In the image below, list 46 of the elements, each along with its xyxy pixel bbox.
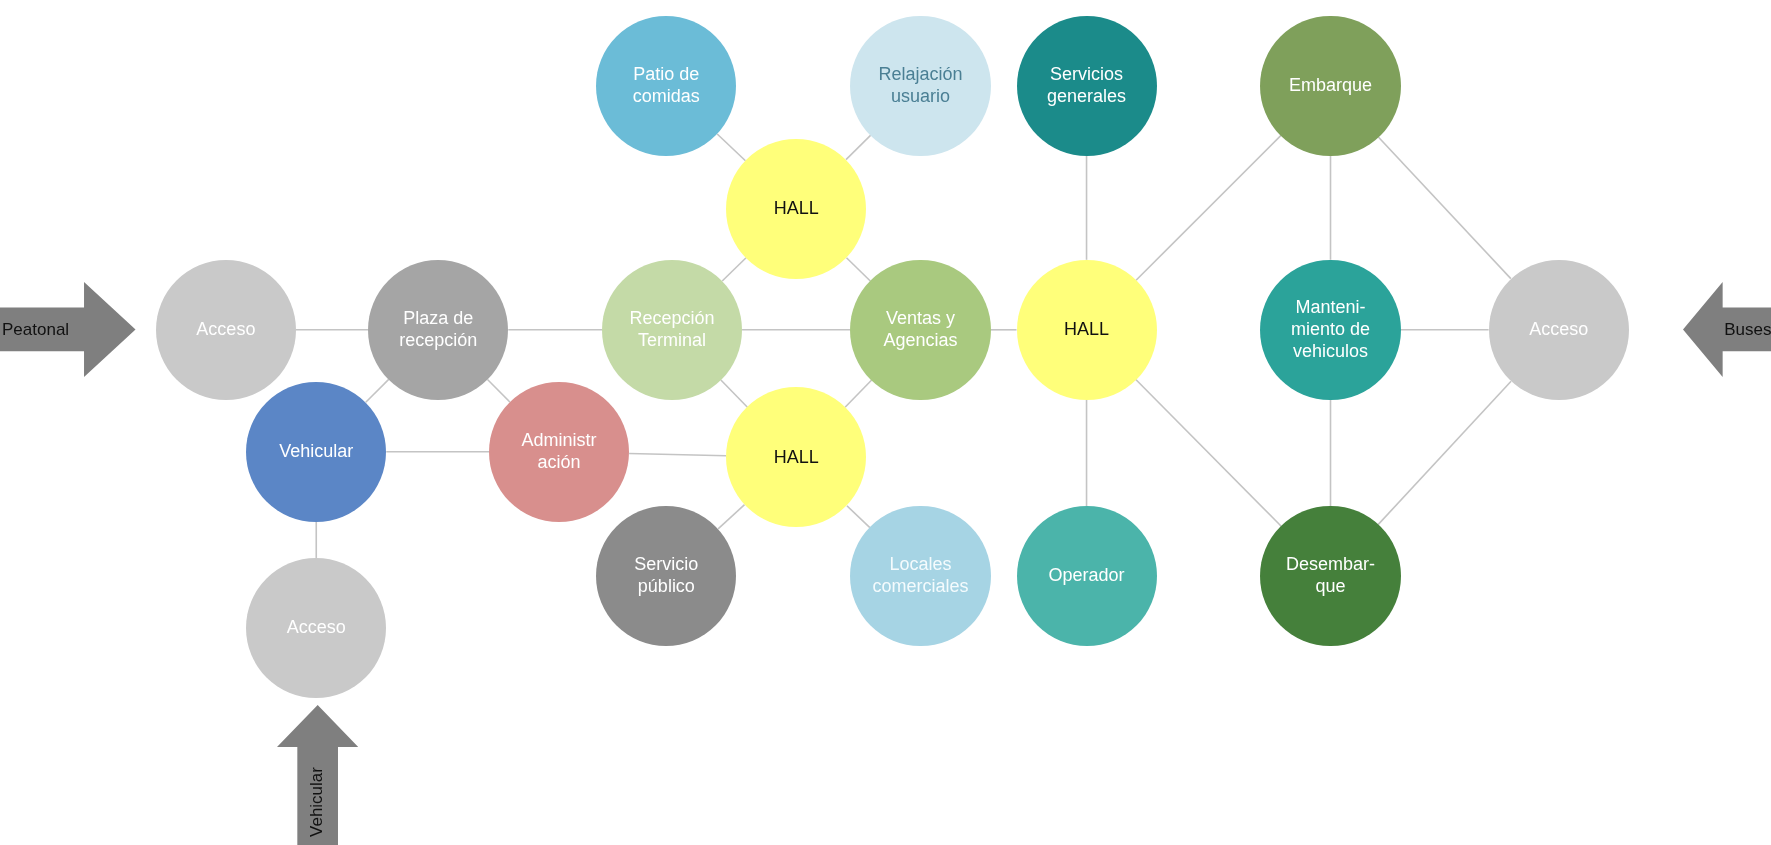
connector-line [295,329,369,331]
connector-line [716,133,747,162]
arrow-label: Peatonal [2,319,70,340]
connector-line [845,134,872,161]
connector-line [1135,378,1282,528]
node-label: Desembar- que [1284,554,1376,598]
node-label: Relajación usuario [877,64,964,108]
connector-line [846,505,871,529]
node-label: Locales comerciales [871,554,970,598]
connector-line [844,379,873,409]
connector-line [628,452,728,457]
connector-line [989,329,1018,331]
connector-line [721,256,747,282]
connector-line [845,256,872,282]
connector-line [741,329,852,331]
connector-line [717,503,746,530]
connector-line [507,329,603,331]
connector-line [486,378,511,403]
connector-line [315,521,318,559]
node-label: Ventas y Agencias [882,308,959,352]
node-label: Patio de comidas [631,64,701,108]
connector-line [385,451,490,453]
connector-line [1085,399,1088,507]
node-label: Embarque [1288,75,1372,97]
node-label: Servicios generales [1046,64,1128,108]
node-label: Vehicular [279,440,354,463]
node-label: Recepción Terminal [628,308,716,352]
connector-line [1399,329,1490,331]
connector-line [364,378,390,404]
connector-line [1377,380,1512,526]
node-label: Manteni- miento de vehiculos [1289,297,1371,363]
connector-line [1329,399,1332,507]
node-label: Servicio público [633,554,700,598]
connector-line [720,379,749,409]
node-label: Operador [1048,565,1125,587]
connector-line [1135,134,1282,282]
arrow-label: Buses [1724,319,1771,340]
connector-line [1085,155,1088,261]
node-label: HALL [773,446,819,469]
arrow-label: Vehicular [307,766,328,837]
connector-line [1329,155,1332,261]
node-label: Plaza de recepción [398,308,479,352]
node-label: Administr ación [520,430,598,474]
node-label: HALL [773,198,819,220]
connector-line [1377,136,1512,280]
node-label: HALL [1064,319,1110,341]
